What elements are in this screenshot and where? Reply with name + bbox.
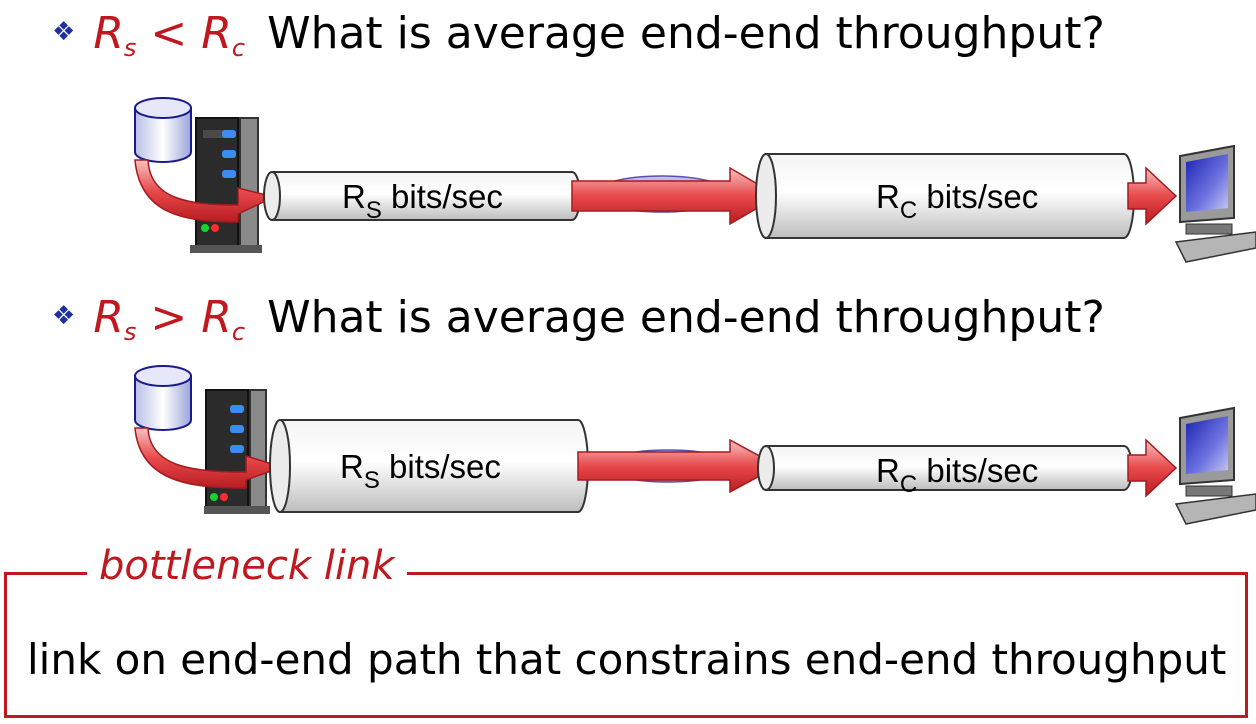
bullet-question-1: ❖ Rs < Rc What is average end-end throughp… bbox=[52, 8, 1105, 62]
bottleneck-definition-box: bottleneck link link on end-end path tha… bbox=[4, 543, 1248, 718]
server-icon bbox=[204, 389, 270, 514]
diamond-bullet-icon: ❖ bbox=[52, 17, 76, 47]
link-rc-pipe bbox=[755, 153, 1135, 239]
link-rc-label: RC bits/sec bbox=[876, 178, 1038, 224]
middle-arrow bbox=[571, 166, 780, 226]
database-icon bbox=[134, 365, 192, 431]
scenario-1-diagram: RS bits/sec RC bits/sec bbox=[134, 97, 1256, 263]
question-text: What is average end-end throughput? bbox=[267, 8, 1105, 59]
link-rs-label: RS bits/sec bbox=[342, 178, 503, 224]
definition-text: link on end-end path that constrains end… bbox=[27, 635, 1227, 684]
server-to-link-arrow bbox=[134, 159, 277, 223]
condition-rs-lt-rc: Rs < Rc bbox=[93, 8, 246, 62]
link-to-client-arrow bbox=[1127, 438, 1178, 498]
middle-arrow bbox=[577, 438, 780, 494]
condition-rs-gt-rc: Rs > Rc bbox=[93, 292, 246, 346]
database-icon bbox=[134, 97, 192, 163]
server-to-link-arrow bbox=[134, 427, 285, 489]
link-rs-label: RS bits/sec bbox=[340, 448, 501, 494]
definition-title: bottleneck link bbox=[87, 543, 407, 589]
link-rc-pipe bbox=[757, 445, 1133, 491]
link-rs-pipe bbox=[269, 419, 589, 513]
computer-icon bbox=[1174, 144, 1256, 263]
computer-icon bbox=[1174, 406, 1256, 525]
scenario-2-diagram: RS bits/sec RC bits/sec bbox=[134, 365, 1256, 525]
link-rc-label: RC bits/sec bbox=[876, 452, 1038, 498]
server-icon bbox=[190, 117, 262, 253]
diamond-bullet-icon: ❖ bbox=[52, 301, 76, 331]
question-text: What is average end-end throughput? bbox=[267, 292, 1105, 343]
bullet-question-2: ❖ Rs > Rc What is average end-end throughp… bbox=[52, 292, 1105, 346]
link-to-client-arrow bbox=[1127, 166, 1178, 226]
